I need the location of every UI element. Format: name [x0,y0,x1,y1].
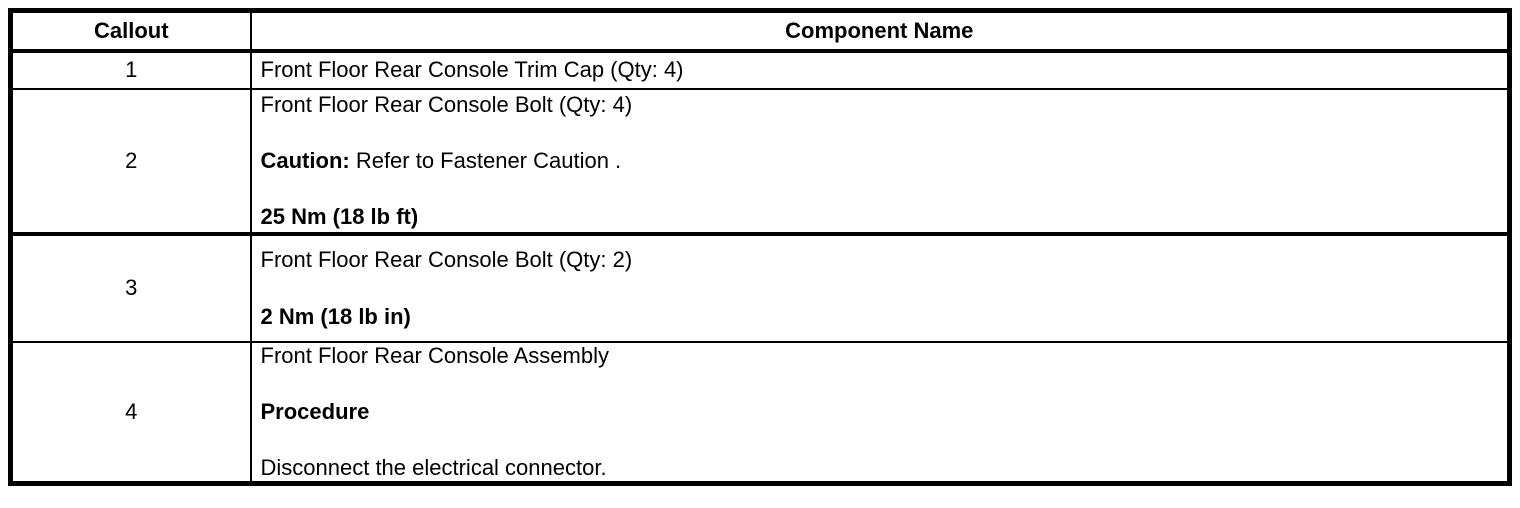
callout-number: 1 [10,50,252,90]
caution-label: Caution: [260,147,350,173]
table-row-2: 2 Front Floor Rear Console Bolt (Qty: 4)… [10,88,1510,236]
text-segment: Refer to Fastener Caution . [349,147,622,173]
table-row-3: 3 Front Floor Rear Console Bolt (Qty: 2)… [10,233,1510,343]
caution-line: Caution: Refer to Fastener Caution . [261,148,1500,173]
component-name-column-header: Component Name [250,10,1510,53]
text-segment: Disconnect the electrical connector. [260,455,607,481]
torque-spec-line: 25 Nm (18 lb ft) [261,204,1500,229]
text-segment: Front Floor Rear Console Trim Cap (Qty: … [260,57,684,83]
callout-column-header: Callout [10,10,252,53]
table-row-4: 4 Front Floor Rear Console Assembly Proc… [10,341,1510,484]
component-line: Front Floor Rear Console Bolt (Qty: 4) [261,92,1500,117]
component-cell: Front Floor Rear Console Bolt (Qty: 2) 2… [250,233,1510,343]
text-segment: Front Floor Rear Console Bolt (Qty: 2) [260,247,633,273]
table-row-1: 1 Front Floor Rear Console Trim Cap (Qty… [10,50,1510,90]
text-segment: Front Floor Rear Console Assembly [260,342,609,368]
procedure-label: Procedure [260,399,370,425]
torque-value: 2 Nm (18 lb in) [260,303,411,329]
component-line: Front Floor Rear Console Trim Cap (Qty: … [261,57,1500,82]
callout-number: 4 [10,341,252,484]
component-cell: Front Floor Rear Console Bolt (Qty: 4) C… [250,88,1510,236]
callout-component-table: Callout Component Name 1 Front Floor Rea… [8,8,1512,486]
table-header-row: Callout Component Name [10,10,1510,53]
procedure-heading-line: Procedure [261,399,1500,424]
text-segment: Front Floor Rear Console Bolt (Qty: 4) [260,91,633,117]
component-cell: Front Floor Rear Console Trim Cap (Qty: … [250,50,1510,90]
component-line: Front Floor Rear Console Bolt (Qty: 2) [261,247,1500,272]
torque-spec-line: 2 Nm (18 lb in) [261,304,1500,329]
torque-value: 25 Nm (18 lb ft) [260,204,419,230]
callout-number: 3 [10,233,252,343]
component-cell: Front Floor Rear Console Assembly Proced… [251,342,1510,484]
procedure-step-line: Disconnect the electrical connector. [261,455,1500,480]
callout-number: 2 [10,88,252,236]
component-line: Front Floor Rear Console Assembly [261,343,1500,368]
